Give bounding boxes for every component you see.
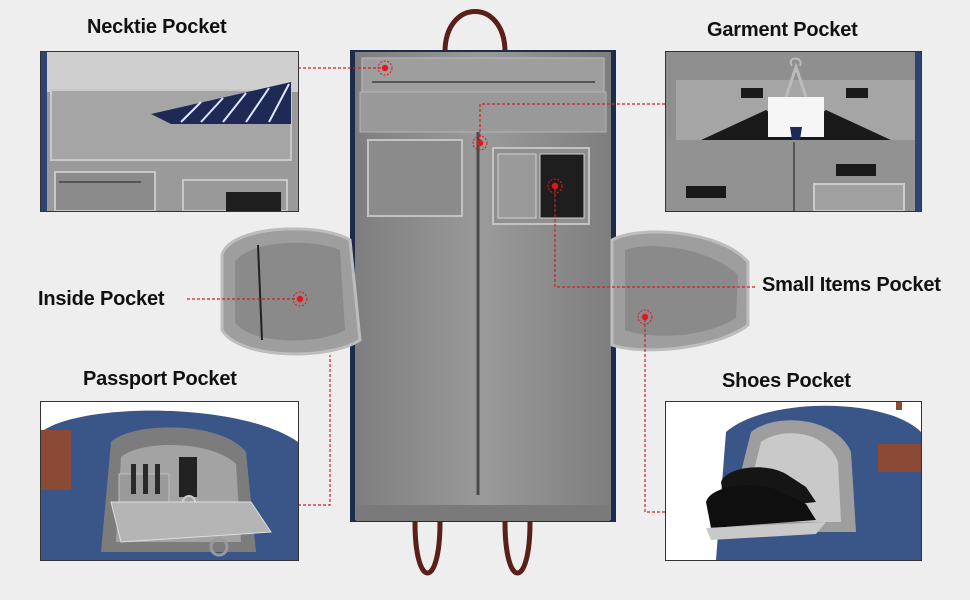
- passport-pocket-photo: [40, 401, 299, 561]
- main-bag-body: [350, 50, 616, 522]
- shoes-pocket-photo: [665, 401, 922, 561]
- shoes-pocket-label: Shoes Pocket: [722, 370, 851, 392]
- top-handle: [442, 9, 508, 53]
- inside-pocket-label: Inside Pocket: [38, 288, 165, 310]
- necktie-pocket-label: Necktie Pocket: [87, 16, 227, 38]
- target-marker: [637, 309, 653, 325]
- inside-pocket-flap: [220, 227, 362, 356]
- target-marker: [292, 291, 308, 307]
- target-marker: [472, 135, 488, 151]
- bottom-handle: [412, 521, 443, 576]
- small-items-pocket-label: Small Items Pocket: [762, 274, 941, 296]
- target-marker: [377, 60, 393, 76]
- shoes-pocket-flap: [610, 230, 750, 352]
- leader-lines: [187, 67, 755, 513]
- garment-pocket-photo: [665, 51, 922, 212]
- garment-pocket-label: Garment Pocket: [707, 19, 858, 41]
- passport-pocket-label: Passport Pocket: [83, 368, 237, 390]
- target-marker: [547, 178, 563, 194]
- target-markers: [292, 60, 653, 325]
- necktie-pocket-photo: [40, 51, 299, 212]
